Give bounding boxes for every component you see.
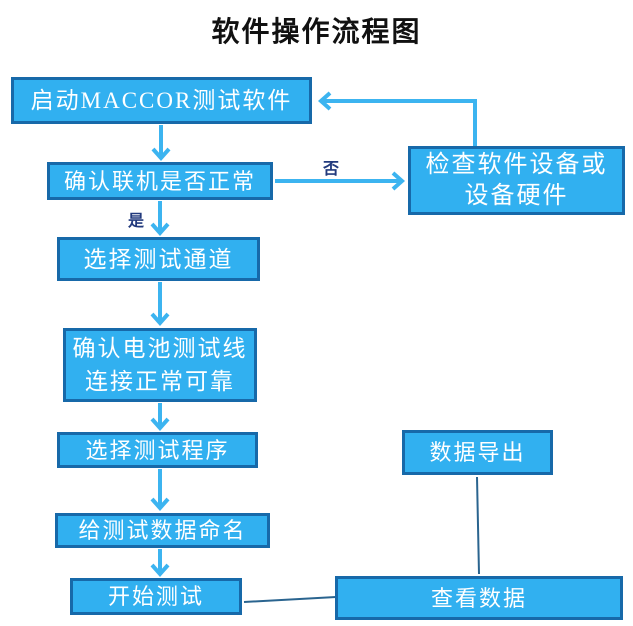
line-export-data-to-view-data: [476, 476, 480, 575]
line-start-test-to-view-data: [243, 596, 337, 603]
node-start-test: 开始测试: [70, 578, 242, 615]
arrowhead-check-online-to-check-device: [391, 171, 406, 191]
arrowhead-start-to-check-online: [151, 147, 171, 162]
node-view-data: 查看数据: [335, 576, 623, 620]
node-check-online: 确认联机是否正常: [47, 162, 273, 200]
node-export-data: 数据导出: [402, 430, 553, 475]
arrowhead-check-online-to-select-channel: [150, 222, 170, 237]
node-confirm-cable: 确认电池测试线 连接正常可靠: [63, 328, 257, 402]
edge-label-no: 否: [323, 161, 340, 178]
page-title: 软件操作流程图: [211, 16, 422, 47]
arrowhead-select-program-to-name-data: [150, 497, 170, 512]
node-select-channel: 选择测试通道: [57, 237, 260, 281]
node-select-program: 选择测试程序: [57, 432, 258, 468]
arrowhead-check-device-to-start: [317, 91, 332, 111]
arrow-check-device-to-start: [322, 99, 477, 146]
node-check-device: 检查软件设备或 设备硬件: [408, 146, 625, 215]
arrowhead-name-data-to-start-test: [150, 563, 170, 578]
node-start: 启动MACCOR测试软件: [11, 77, 312, 124]
edge-label-yes: 是: [128, 213, 145, 230]
arrowhead-select-channel-to-confirm-cable: [150, 312, 170, 327]
arrowhead-confirm-cable-to-select-program: [150, 417, 170, 432]
node-name-data: 给测试数据命名: [55, 513, 270, 548]
